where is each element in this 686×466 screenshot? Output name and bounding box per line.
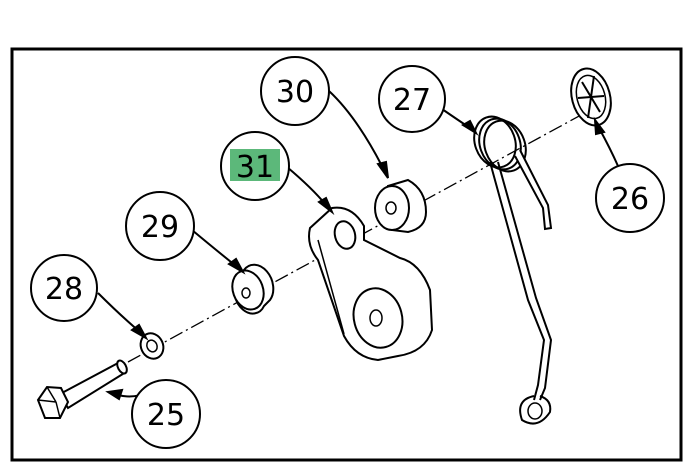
callout-27: 27: [378, 65, 446, 133]
leader-31: [286, 166, 327, 206]
callout-29: 29: [125, 191, 195, 261]
callout-31: 31: [220, 131, 290, 201]
lock-washer-part-28: [139, 332, 165, 360]
callout-28: 28: [30, 254, 98, 322]
callout-26-label: 26: [611, 182, 649, 217]
spring-part-27: [473, 115, 553, 425]
leader-29: [191, 229, 237, 267]
bracket-part-31: [308, 206, 434, 362]
flat-washer-part-29: [231, 263, 275, 315]
callout-31-highlight: [230, 149, 280, 181]
callout-26: 26: [595, 163, 665, 233]
leader-26: [598, 127, 619, 167]
callout-27-label: 27: [393, 83, 431, 118]
callout-29-label: 29: [141, 210, 179, 245]
callout-30: 30: [260, 56, 330, 126]
callout-28-label: 28: [45, 272, 83, 307]
leader-lines: [97, 90, 619, 401]
leader-28: [97, 292, 141, 333]
callout-25: 25: [131, 379, 201, 449]
callout-25-label: 25: [147, 398, 185, 433]
callout-31-label: 31: [236, 150, 274, 185]
bolt-part-25: [36, 359, 128, 419]
leader-30: [328, 90, 383, 167]
callout-30-label: 30: [276, 75, 314, 110]
bushing-part-30: [374, 178, 428, 234]
diagram-frame: [10, 47, 683, 462]
